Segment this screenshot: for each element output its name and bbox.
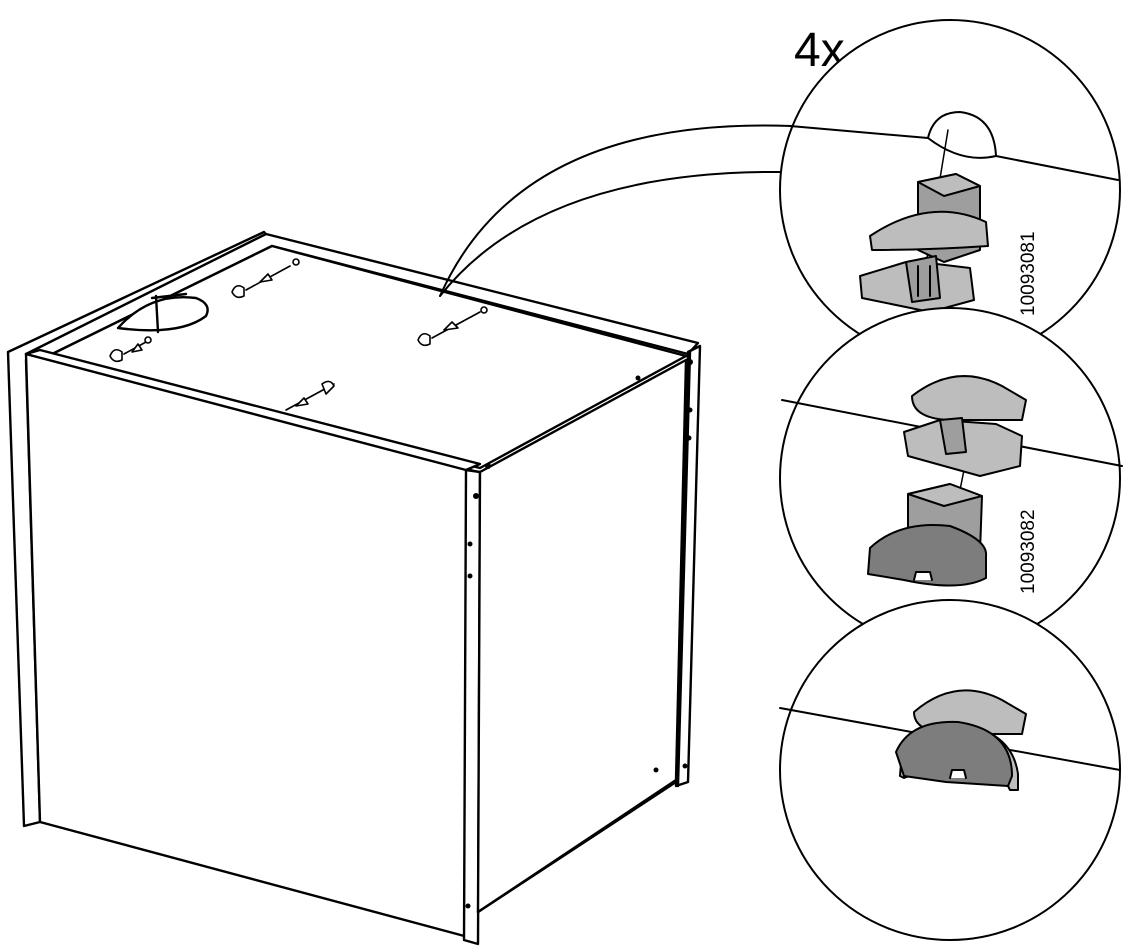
cabinet-front-rim [24, 348, 482, 472]
detail-circle-3 [779, 599, 1121, 941]
cabinet-holes [465, 359, 693, 909]
cabinet-cutout [116, 296, 209, 332]
detail-circle-2: 10093082 [779, 307, 1123, 649]
connector-fitting-icon [859, 173, 989, 313]
cabinet-front-edge-strip [462, 468, 482, 946]
cabinet-fittings [109, 258, 488, 411]
callout-pointer [439, 124, 793, 297]
part-number-2: 10093082 [1018, 509, 1039, 594]
connector-assembled-icon [895, 689, 1027, 791]
connector-fitting-icon-dark [867, 483, 988, 587]
detail-circle-1: 10093081 [779, 19, 1121, 361]
part-number-1: 10093081 [1018, 231, 1039, 316]
cabinet-right-depth-panel [476, 358, 688, 914]
connector-clip-icon [903, 375, 1027, 477]
cabinet-illustration [6, 230, 702, 946]
